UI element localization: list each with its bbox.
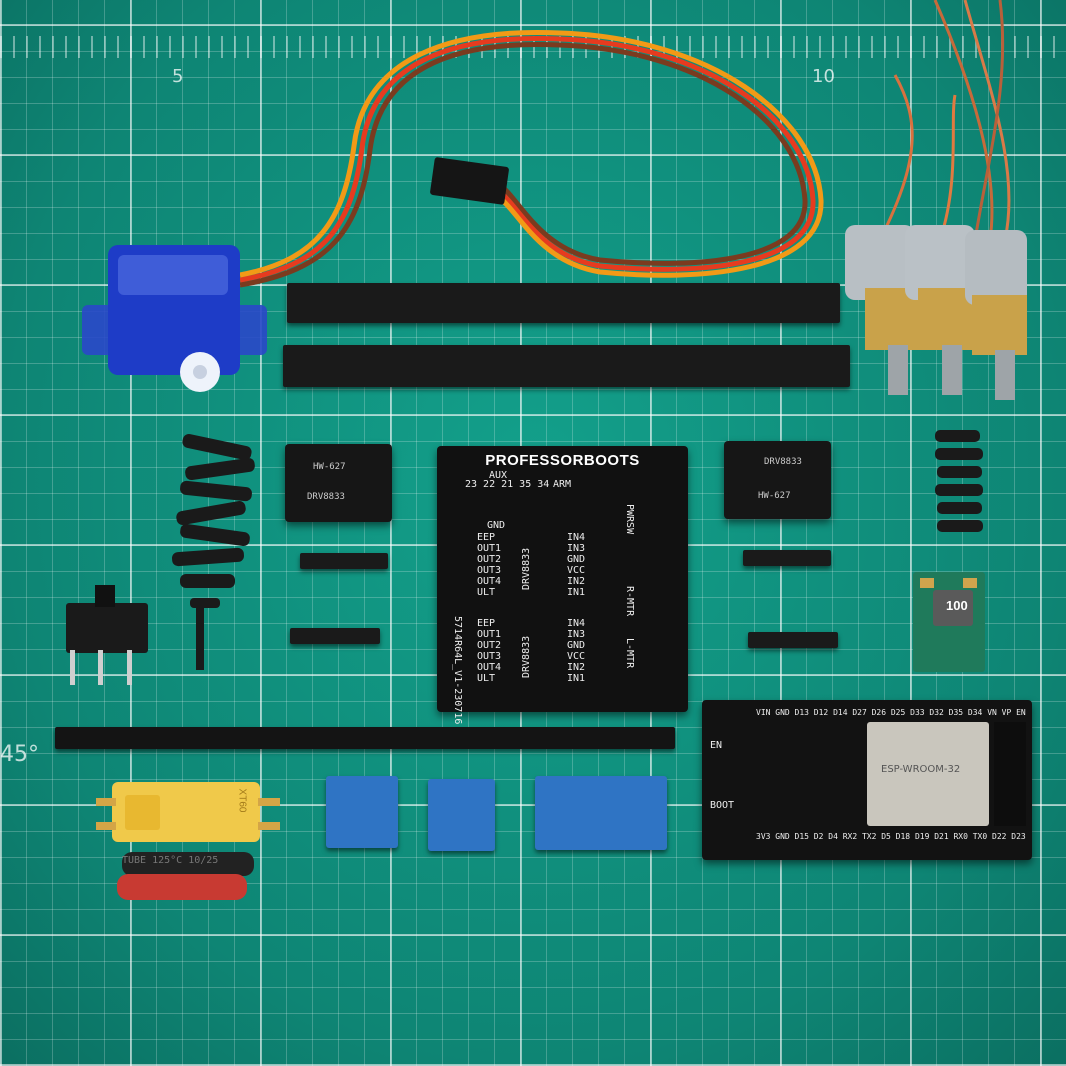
gnd-label: GND: [487, 520, 506, 531]
boot-button-label: BOOT: [710, 800, 735, 811]
motor-wire: [938, 94, 957, 241]
motor-wire: [963, 0, 1011, 241]
motor-wire: [878, 74, 914, 241]
slide-switch: [66, 585, 148, 685]
driver-label-1: DRV8833: [521, 547, 532, 590]
male-header-6pin: [290, 628, 380, 644]
motor-wire: [973, 0, 1005, 241]
mat-ruler: [0, 36, 1066, 58]
driver-module-label: DRV8833: [307, 492, 345, 502]
esp32-rf-shield: ESP-WROOM-32: [867, 722, 989, 826]
esp32-antenna: [994, 722, 1026, 826]
female-header-strip-2: [283, 345, 850, 387]
ruler-label-10: 10: [812, 66, 835, 87]
pwrsw-label: PWRSW: [624, 504, 635, 535]
male-header-6pin: [748, 632, 838, 648]
gear-motor-3: [965, 230, 1027, 400]
aux-pins-label: 23 22 21 35 34: [465, 479, 550, 490]
en-button-label: EN: [710, 740, 723, 751]
servo-wire-brown: [239, 41, 808, 288]
screw-terminal-4pin: [535, 776, 667, 850]
female-header-strip-1: [287, 283, 840, 323]
screw-terminal-2pin: [326, 776, 398, 848]
motor-wire: [933, 0, 994, 241]
ruler-label-5: 5: [172, 66, 184, 87]
male-header-6pin: [743, 550, 831, 566]
inductor-marking: 100: [946, 598, 968, 613]
screw-stack-right: [935, 430, 983, 532]
male-header-long: [55, 727, 675, 749]
board-title: PROFESSORBOOTS: [485, 452, 640, 469]
esp32-bottom-pins: 3V3 GND D15 D2 D4 RX2 TX2 D5 D18 D19 D21…: [756, 832, 1026, 841]
gear-motor-1: [845, 225, 920, 395]
xt60-marking: XT60: [236, 788, 248, 813]
aux-label: AUX: [489, 470, 508, 481]
driver-module-label: HW-627: [758, 491, 791, 501]
heatshrink-black: [122, 852, 254, 876]
xt60-connector: [96, 782, 280, 842]
driver-label-2: DRV8833: [521, 635, 532, 678]
step-down-regulator: [913, 572, 985, 672]
male-header-6pin: [300, 553, 388, 569]
driver-module-label: HW-627: [313, 462, 346, 472]
esp32-devkit: VIN GND D13 D12 D14 D27 D26 D25 D33 D32 …: [702, 700, 1032, 860]
board-code: 5714R64L_V1-230716: [452, 616, 463, 725]
esp32-top-pins: VIN GND D13 D12 D14 D27 D26 D25 D33 D32 …: [756, 708, 1026, 717]
r-mtr-label: R-MTR: [624, 586, 635, 617]
screw-pile: [172, 433, 255, 670]
gear-motor-2: [905, 225, 975, 395]
servo-wire-orange: [239, 29, 824, 278]
angle-label: 45°: [0, 742, 39, 767]
heatshrink-red: [117, 874, 247, 900]
servo-plug: [430, 157, 509, 205]
driver-module-right: DRV8833 HW-627: [724, 441, 831, 519]
driver-module-left: HW-627 DRV8833: [285, 444, 392, 522]
carrier-board: PROFESSORBOOTS AUX 23 22 21 35 34 ARM GN…: [437, 446, 688, 724]
screw-terminal-2pin: [428, 779, 495, 851]
servo-wire-red: [239, 35, 816, 283]
arm-label: ARM: [553, 479, 572, 490]
micro-servo: [82, 245, 267, 392]
driver-module-label: DRV8833: [764, 457, 802, 467]
esp32-shield-text: ESP-WROOM-32: [881, 764, 961, 775]
l-mtr-label: L-MTR: [624, 638, 635, 669]
heatshrink-marking: TUBE 125°C 10/25: [122, 855, 219, 866]
